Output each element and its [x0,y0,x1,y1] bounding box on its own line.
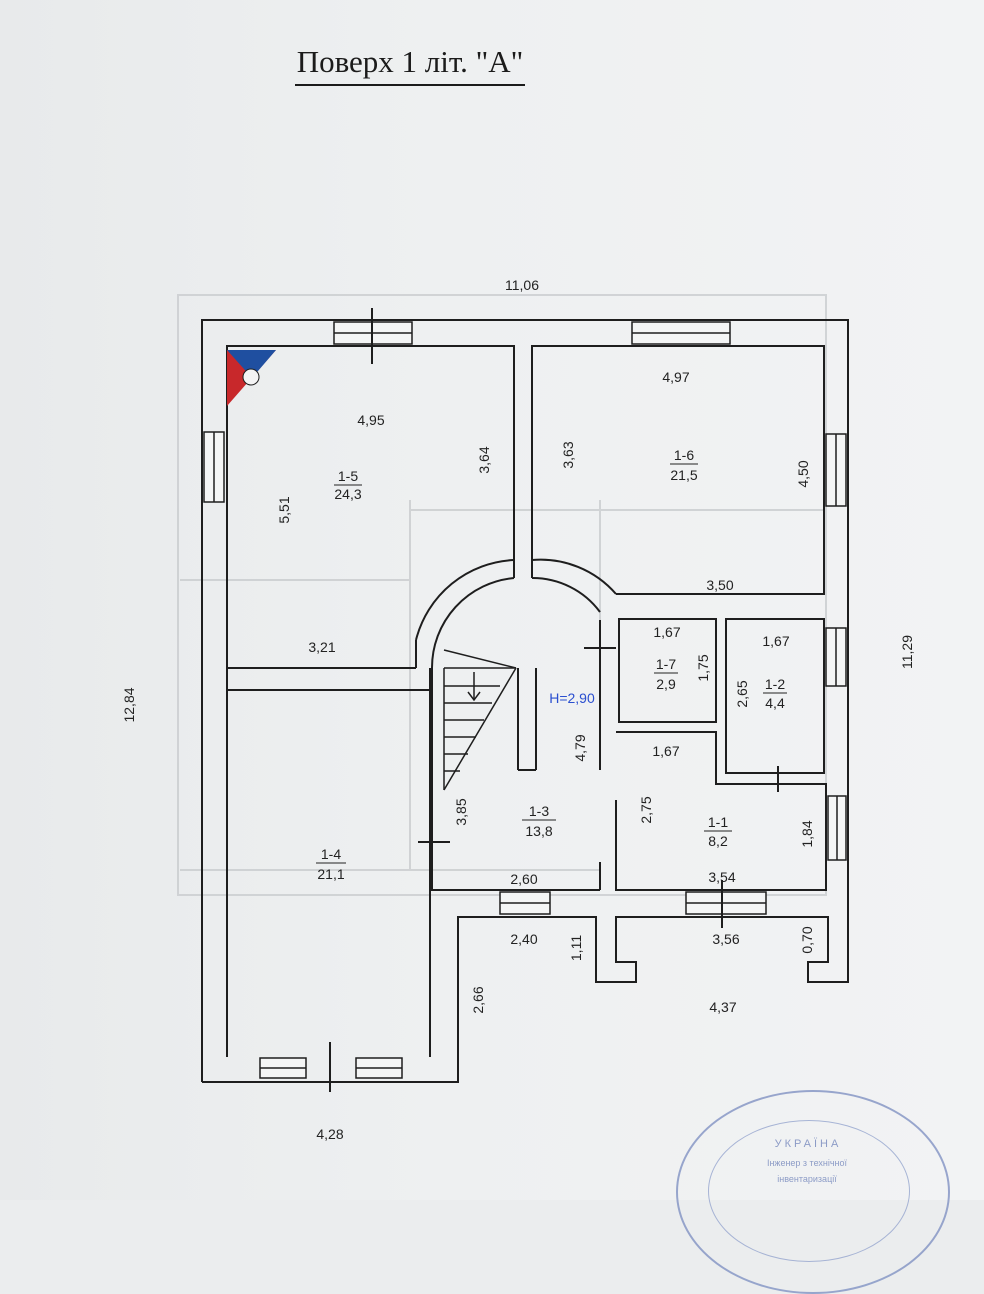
room-1-4-id: 1-4 [321,846,341,862]
official-stamp: УКРАЇНА Інженер з технічної інвентаризац… [676,1090,950,1294]
stamp-line-2: інвентаризації [777,1174,837,1184]
room-1-6-dim-top: 4,97 [662,369,689,385]
windows [203,321,847,1079]
room-1-5-dim-top: 4,95 [357,412,384,428]
room-1-6-dim-bottom: 3,50 [706,577,733,593]
porch-dim-step: 0,70 [799,926,815,953]
ceiling-height-label: Н=2,90 [549,690,595,706]
ghost-lines [177,294,827,896]
room-1-1-dim-top: 1,67 [652,743,679,759]
room-1-1-dim-left: 2,75 [638,796,654,823]
porch-dim-width-right: 3,56 [712,931,739,947]
dim-left-height: 12,84 [121,687,137,722]
dim-bottom-right: 4,37 [709,999,736,1015]
section-ticks [329,308,779,1092]
room-1-7-id: 1-7 [656,656,676,672]
dim-right-height: 11,29 [899,635,915,669]
corner-marker [227,350,276,406]
room-1-6-area: 21,5 [670,467,697,483]
porch-dim-wall: 2,66 [470,986,486,1013]
room-1-1-id: 1-1 [708,814,728,830]
room-1-2-dim-left: 2,65 [734,680,750,707]
dim-top-width: 11,06 [505,277,539,293]
outer-walls [201,319,849,1083]
room-1-2-id: 1-2 [765,676,785,692]
porch-dim-width-left: 2,40 [510,931,537,947]
room-1-5-id: 1-5 [338,468,358,484]
stamp-country: УКРАЇНА [774,1138,842,1150]
room-1-3-dim-bottom: 2,60 [510,871,537,887]
room-1-7-dim-top: 1,67 [653,624,680,640]
dim-bottom-left: 4,28 [316,1126,343,1142]
room-1-1-dim-right: 1,84 [799,820,815,847]
room-1-3-id: 1-3 [529,803,549,819]
room-1-2-area: 4,4 [765,695,785,711]
room-1-6-dim-right: 4,50 [795,460,811,487]
inner-walls [227,345,827,1057]
room-1-7-area: 2,9 [656,676,676,692]
room-1-4-area: 21,1 [317,866,344,882]
room-1-1-dim-bottom: 3,54 [708,869,735,885]
room-1-1-area: 8,2 [708,833,728,849]
room-1-5-dim-left: 5,51 [276,496,292,523]
porch-dim-depth: 1,11 [568,935,584,961]
room-1-3-dim-left: 3,85 [453,798,469,825]
floor-plan: 11,06 12,84 11,29 4,28 4,37 4,95 3,64 5,… [121,277,915,1142]
room-1-6-dim-left: 3,63 [560,441,576,468]
room-1-6-id: 1-6 [674,447,694,463]
room-1-7-dim-right: 1,75 [695,654,711,681]
stair [443,649,517,791]
room-1-3-area: 13,8 [525,823,552,839]
drawing-sheet [0,0,984,1200]
room-1-2-dim-top: 1,67 [762,633,789,649]
room-1-3-dim-right: 4,79 [572,734,588,761]
plan-title: Поверх 1 літ. "А" [0,44,820,86]
room-1-5-area: 24,3 [334,486,361,502]
stamp-line-1: Інженер з технічної [766,1158,848,1168]
room-1-5-dim-bottom: 3,21 [308,639,335,655]
room-1-5-dim-right: 3,64 [476,446,492,473]
plan-title-text: Поверх 1 літ. "А" [294,44,526,86]
